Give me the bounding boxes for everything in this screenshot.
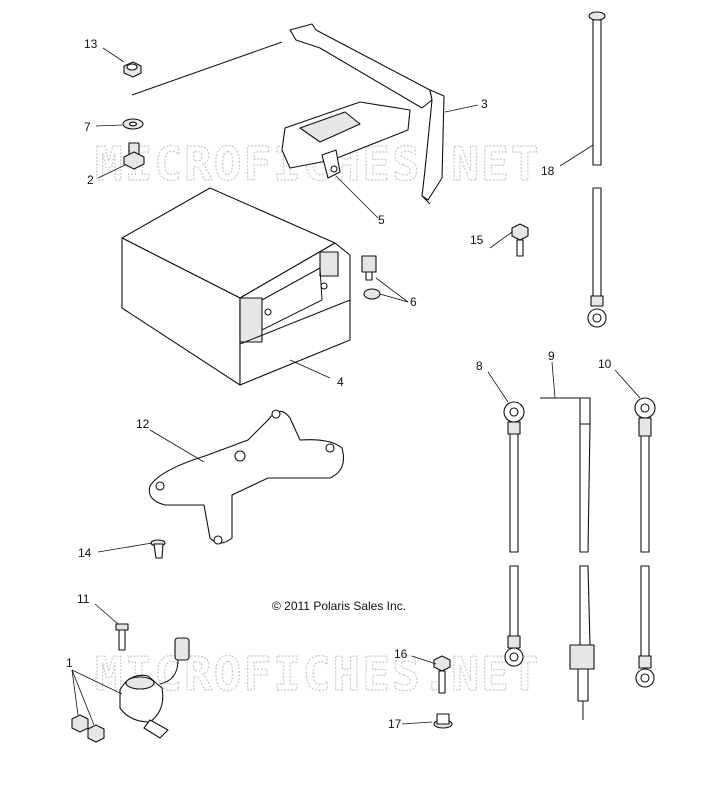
- callout-11: 11: [77, 592, 90, 606]
- part-1-solenoid: [71, 637, 190, 743]
- callout-7: 7: [84, 120, 91, 134]
- callout-3: 3: [481, 97, 488, 111]
- callout-18: 18: [541, 164, 555, 178]
- part-14-push-rivet: [150, 539, 166, 559]
- callout-17: 17: [388, 717, 402, 731]
- callout-12: 12: [136, 417, 150, 431]
- callout-6: 6: [410, 295, 417, 309]
- callout-4: 4: [337, 375, 344, 389]
- part-16-bolt: [433, 655, 451, 694]
- part-4-battery: [121, 187, 351, 386]
- leader-lines: [71, 47, 641, 726]
- part-6-terminal-bolt: [361, 255, 381, 300]
- part-12-bracket: [148, 409, 345, 545]
- callout-15: 15: [470, 233, 484, 247]
- part-17-flange-nut: [433, 713, 453, 729]
- callout-2: 2: [87, 173, 94, 187]
- callout-1: 1: [66, 656, 73, 670]
- part-7-washer: [122, 118, 144, 130]
- callout-5: 5: [378, 213, 385, 227]
- callout-10: 10: [598, 357, 612, 371]
- callout-8: 8: [476, 359, 483, 373]
- copyright-notice: © 2011 Polaris Sales Inc.: [272, 599, 406, 613]
- part-2-bolt: [123, 142, 145, 170]
- callout-9: 9: [548, 349, 555, 363]
- part-11-screw: [115, 623, 129, 651]
- callout-14: 14: [78, 546, 92, 560]
- part-18-cable: [587, 11, 607, 328]
- part-13-nut: [123, 61, 142, 78]
- callout-13: 13: [84, 37, 98, 51]
- part-3-strap: [131, 23, 445, 205]
- callout-16: 16: [394, 647, 408, 661]
- part-5-cover-pad: [281, 101, 411, 179]
- watermark-bottom: MICROFICHES.NET: [95, 647, 540, 701]
- part-10-cable: [634, 397, 656, 688]
- part-15-bolt: [511, 223, 529, 257]
- part-9-sheathed-cable: [540, 397, 595, 720]
- part-8-cable: [503, 401, 525, 667]
